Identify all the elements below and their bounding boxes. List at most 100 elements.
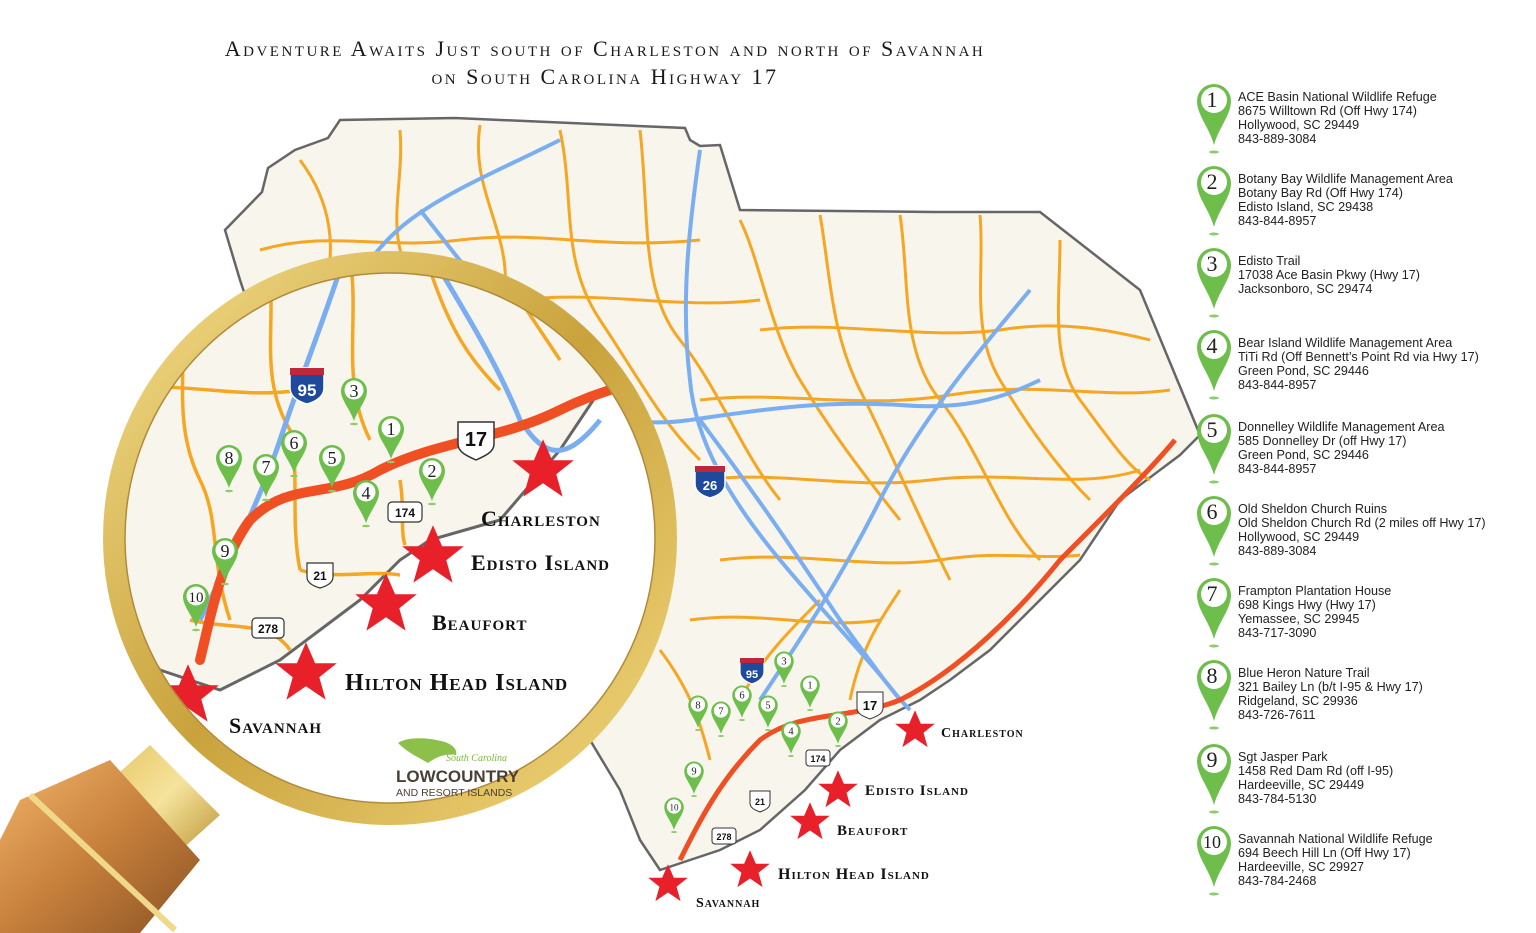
svg-text:9: 9 — [691, 766, 696, 777]
svg-text:278: 278 — [258, 622, 278, 636]
location-address: TiTi Rd (Off Bennett’s Point Rd via Hwy … — [1238, 350, 1479, 364]
location-city: Jacksonboro, SC 29474 — [1238, 282, 1373, 296]
label-edisto-island: Edisto Island — [865, 783, 969, 799]
shield-i26: 26 — [694, 465, 726, 499]
svg-text:21: 21 — [755, 797, 765, 807]
location-address: Botany Bay Rd (Off Hwy 174) — [1238, 186, 1403, 200]
svg-text:1: 1 — [807, 680, 812, 691]
lens-label-hilton-head-island: Hilton Head Island — [345, 670, 569, 696]
location-phone: 843-889-3084 — [1238, 132, 1317, 146]
location-city: Hollywood, SC 29449 — [1238, 530, 1360, 544]
sc-state-leaf-icon — [398, 738, 457, 763]
lens-label-charleston: Charleston — [481, 506, 601, 531]
location-name: Savannah National Wildlife Refuge — [1238, 832, 1433, 846]
svg-text:3: 3 — [781, 656, 786, 667]
location-address: 698 Kings Hwy (Hwy 17) — [1238, 598, 1376, 612]
map-pin-icon — [1197, 330, 1231, 400]
svg-text:2: 2 — [835, 716, 840, 727]
map-pin-icon — [1197, 578, 1231, 648]
location-phone: 843-784-5130 — [1238, 792, 1317, 806]
location-address: 1458 Red Dam Rd (off I-95) — [1238, 764, 1394, 778]
svg-text:7: 7 — [262, 457, 271, 477]
magnifier-ring — [103, 251, 677, 825]
svg-text:7: 7 — [718, 706, 723, 717]
location-name: Blue Heron Nature Trail — [1238, 666, 1370, 680]
page-title-line-2: on South Carolina Highway 17 — [431, 64, 779, 89]
map-pin-icon — [1197, 414, 1231, 484]
location-city: Edisto Island, SC 29438 — [1238, 200, 1374, 214]
lens-shield-us278: 278 — [251, 617, 285, 639]
pin-number: 6 — [1206, 499, 1218, 524]
label-savannah: Savannah — [696, 896, 761, 911]
map-pin-icon — [1197, 826, 1231, 896]
lens-shield-us21: 21 — [306, 562, 334, 589]
location-phone: 843-844-8957 — [1238, 378, 1317, 392]
pin-number: 4 — [1206, 333, 1218, 358]
map-pin-icon — [1197, 496, 1231, 566]
lens-label-savannah: Savannah — [229, 713, 323, 738]
map-pin-icon — [1197, 744, 1231, 814]
shield-i95-small: 95 — [739, 657, 765, 685]
location-phone: 843-844-8957 — [1238, 462, 1317, 476]
location-name: Edisto Trail — [1238, 254, 1301, 268]
svg-text:5: 5 — [328, 448, 337, 468]
pin-number: 1 — [1206, 87, 1218, 112]
location-city: Ridgeland, SC 29936 — [1238, 694, 1358, 708]
location-name: Botany Bay Wildlife Management Area — [1238, 172, 1453, 186]
pin-number: 7 — [1206, 581, 1218, 606]
location-phone: 843-726-7611 — [1238, 708, 1316, 722]
svg-text:10: 10 — [670, 802, 680, 812]
svg-text:278: 278 — [716, 832, 731, 842]
logo-subtitle: AND RESORT ISLANDS — [396, 787, 513, 799]
location-phone: 843-784-2468 — [1238, 874, 1317, 888]
pin-number: 5 — [1206, 417, 1218, 442]
pin-number: 9 — [1206, 747, 1218, 772]
pin-number: 3 — [1206, 251, 1218, 276]
location-address: Old Sheldon Church Rd (2 miles off Hwy 1… — [1238, 516, 1486, 530]
logo-name: LOWCOUNTRY — [396, 767, 520, 786]
location-city: Hardeeville, SC 29449 — [1238, 778, 1365, 792]
map-pin-icon — [1197, 660, 1231, 730]
location-address: 321 Bailey Ln (b/t I-95 & Hwy 17) — [1238, 680, 1423, 694]
location-name: Frampton Plantation House — [1238, 584, 1392, 598]
svg-text:3: 3 — [350, 381, 359, 401]
lens-shield-sc174: 174 — [387, 501, 423, 523]
label-beaufort: Beaufort — [837, 823, 909, 839]
location-address: 694 Beech Hill Ln (Off Hwy 17) — [1238, 846, 1411, 860]
location-phone: 843-889-3084 — [1238, 544, 1317, 558]
svg-text:4: 4 — [788, 726, 794, 737]
location-name: ACE Basin National Wildlife Refuge — [1238, 90, 1437, 104]
svg-text:4: 4 — [362, 483, 371, 503]
shield-us21-small: 21 — [749, 790, 771, 813]
label-charleston: Charleston — [941, 726, 1024, 741]
svg-text:6: 6 — [290, 433, 299, 453]
shield-us278-small: 278 — [711, 827, 737, 845]
lens-label-beaufort: Beaufort — [432, 610, 528, 635]
location-phone: 843-844-8957 — [1238, 214, 1317, 228]
location-city: Yemassee, SC 29945 — [1238, 612, 1360, 626]
map-pin-icon — [1197, 84, 1231, 154]
magnifier-lens-content — [122, 270, 658, 806]
svg-text:174: 174 — [395, 506, 415, 520]
location-city: Hardeeville, SC 29927 — [1238, 860, 1365, 874]
pin-number: 8 — [1206, 663, 1218, 688]
highway-17-route — [677, 438, 1177, 862]
location-phone: 843-717-3090 — [1238, 626, 1317, 640]
svg-text:8: 8 — [695, 700, 700, 711]
location-city: Green Pond, SC 29446 — [1238, 448, 1369, 462]
location-city: Hollywood, SC 29449 — [1238, 118, 1360, 132]
location-address: 585 Donnelley Dr (off Hwy 17) — [1238, 434, 1407, 448]
svg-text:21: 21 — [313, 569, 327, 583]
shield-sc174-small: 174 — [805, 749, 831, 767]
magnifier-handle — [0, 745, 220, 933]
